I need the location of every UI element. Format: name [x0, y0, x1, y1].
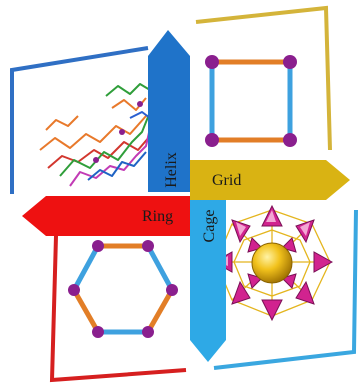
ring-node [166, 284, 178, 296]
grid-arrow [190, 160, 350, 200]
helix-arrow [148, 30, 190, 192]
cage-arrow [190, 200, 226, 362]
helix-label: Helix [163, 152, 180, 188]
ring-label: Ring [142, 208, 173, 225]
helix-arrow-shape [148, 30, 190, 192]
ring-node [142, 240, 154, 252]
helix-structure [39, 83, 151, 187]
ring-node [142, 326, 154, 338]
ring-bond [145, 288, 175, 334]
ring-hexagon [68, 240, 178, 338]
ring-node [68, 284, 80, 296]
grid-node [283, 55, 297, 69]
ring-arrow-shape [22, 196, 190, 236]
ring-bond [71, 288, 101, 334]
cage-label: Cage [201, 210, 218, 243]
ring-bond [145, 244, 175, 292]
cage-arrow-shape [190, 200, 226, 362]
ring-node [92, 326, 104, 338]
grid-arrow-shape [190, 160, 350, 200]
frame-cage-panel [213, 209, 358, 370]
cage-polyhedron [212, 204, 334, 322]
frame-helix-panel [10, 46, 149, 194]
frame-grid-panel [195, 5, 332, 151]
grid-square [205, 55, 297, 147]
ring-node [92, 240, 104, 252]
grid-node [283, 133, 297, 147]
ring-bond [71, 244, 101, 292]
grid-node [205, 133, 219, 147]
ring-arrow [22, 196, 190, 236]
frame-ring-panel [49, 235, 187, 383]
grid-label: Grid [212, 172, 241, 189]
cage-guest-sphere [251, 242, 293, 284]
grid-node [205, 55, 219, 69]
